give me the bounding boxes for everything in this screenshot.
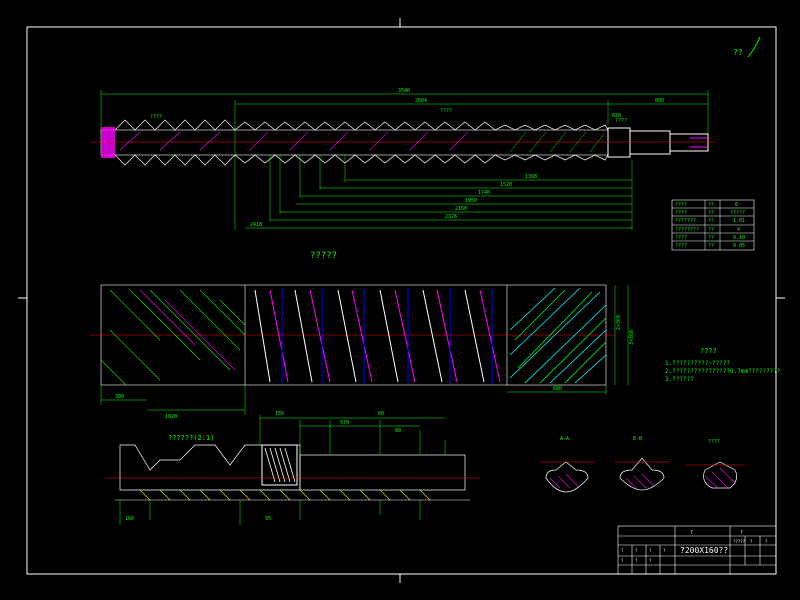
screw-flights-upper (114, 119, 609, 131)
prop-r5-c2: ?? (708, 235, 714, 241)
section-b-label: B-B (633, 436, 642, 442)
unrolled-view: 300 1020 680 2×360 3×360 (90, 284, 635, 420)
title-small-1: ? (621, 548, 624, 553)
title-small-2: ? (635, 548, 638, 553)
detail-dim-2: 60 (378, 411, 384, 417)
title-small-3: ? (649, 548, 652, 553)
section-view-b: B-B (615, 436, 670, 491)
unrolled-dim-1: 300 (115, 394, 124, 400)
prop-r3-c1: ??????? (675, 218, 696, 224)
corner-note: ?? (733, 48, 743, 57)
prop-r4-c3: 4 (737, 227, 740, 233)
prop-r5-c1: ???? (675, 235, 687, 241)
detail-dim-4: 80 (395, 428, 401, 434)
station-dim-6: 2376 (445, 214, 457, 220)
detail-dim-3: 570 (340, 420, 349, 426)
prop-r1-c3: 6 (735, 202, 738, 208)
title-cell-3: ????? (733, 539, 746, 544)
prop-r3-c2: ?? (708, 218, 714, 224)
title-cell-1: ? (690, 530, 693, 536)
main-screw-view: 3540 2604 800 620 (90, 88, 715, 230)
unrolled-dim-right-1: 2×360 (616, 315, 622, 330)
prop-r5-c3: 0.10 (733, 235, 745, 241)
title-small-6: ? (635, 558, 638, 563)
unrolled-dim-3: 680 (553, 386, 562, 392)
unrolled-dim-2: 1020 (165, 414, 177, 420)
detail-view: 150 60 570 80 160 95 (105, 411, 480, 525)
station-dim-1: 1308 (525, 174, 537, 180)
prop-r2-c2: ?? (708, 210, 714, 216)
detail-dim-1: 150 (275, 411, 284, 417)
prop-r2-c3: ????? (730, 210, 745, 216)
tech-item-2: 2.????????????????0.7mm????????? (665, 368, 781, 375)
title-small-7: ? (649, 558, 652, 563)
prop-r4-c1: ???????? (675, 227, 699, 233)
section-view-c: ???? (685, 439, 745, 489)
prop-r2-c1: ???? (675, 210, 687, 216)
drive-shank (607, 127, 631, 158)
prop-r1-c2: ?? (708, 202, 714, 208)
leader-label-2: ???? (440, 108, 452, 114)
tech-item-3: 3.?????? (665, 376, 694, 383)
station-dim-7: 2418 (250, 222, 262, 228)
unrolled-dim-right-2: 3×360 (629, 330, 635, 345)
unrolled-title: ????? (310, 251, 337, 261)
main-dim-screw: 2604 (415, 98, 427, 104)
main-dim-overall: 3540 (398, 88, 410, 94)
section-a-label: A-A (560, 436, 569, 442)
tech-item-1: 1.??????????~????? (665, 360, 730, 367)
technical-requirements: ???? 1.??????????~????? 2.??????????????… (665, 347, 781, 383)
station-dim-2: 1520 (500, 182, 512, 188)
prop-r6-c3: 0.05 (733, 243, 745, 249)
leader-label-1: ???? (150, 114, 162, 120)
station-dimensions (245, 155, 633, 230)
screw-root-body (100, 129, 609, 156)
tech-title: ???? (700, 347, 717, 355)
title-model: ?200X160?? (680, 546, 728, 555)
prop-r6-c2: ?? (708, 243, 714, 249)
station-dim-5: 2160 (455, 206, 467, 212)
prop-r4-c2: ?? (708, 227, 714, 233)
screw-flights-lower (114, 154, 609, 166)
prop-r3-c3: 1.01 (733, 218, 745, 224)
station-dim-4: 1950 (465, 198, 477, 204)
title-small-4: ? (663, 548, 666, 553)
title-cell-2: ? (740, 530, 743, 536)
leader-label-3: ???? (615, 118, 627, 124)
prop-r6-c1: ???? (675, 243, 687, 249)
main-dim-drive: 800 (655, 98, 664, 104)
roughness-symbol-icon (747, 36, 761, 58)
section-c-label: ???? (708, 439, 720, 445)
main-dim-right: 620 (612, 113, 621, 119)
detail-title: ??????(2:1) (168, 434, 214, 442)
sheet-border (26, 26, 777, 575)
title-block (617, 525, 777, 575)
detail-dim-6: 95 (265, 516, 271, 522)
section-view-a: A-A (540, 436, 595, 493)
station-dim-3: 1740 (478, 190, 490, 196)
prop-r1-c1: ???? (675, 202, 687, 208)
title-cell-5: ? (765, 539, 768, 544)
detail-dim-5: 160 (125, 516, 134, 522)
properties-table: ???? ?? 6 ???? ?? ????? ??????? ?? 1.01 … (671, 199, 755, 251)
title-cell-4: ? (750, 539, 753, 544)
title-small-5: ? (621, 558, 624, 563)
